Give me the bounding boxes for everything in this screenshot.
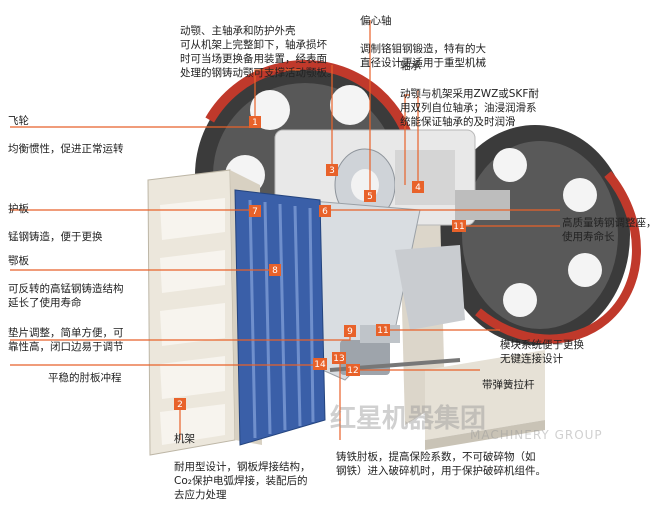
svg-text:7: 7 <box>252 207 258 217</box>
marker-6 <box>319 205 331 217</box>
callout-7: 护板 锰钢铸造，便于更换 <box>8 203 103 243</box>
jaw-plate <box>234 189 326 446</box>
svg-text:5: 5 <box>367 192 373 202</box>
jaw-crusher-diagram: 1 3 5 4 7 6 11 8 9 11 13 14 12 2 <box>10 20 641 456</box>
callout-2: 机架 耐用型设计，钢板焊接结构， Co₂保护电弧焊接，装配后的 去应力处理 <box>174 433 311 501</box>
svg-text:9: 9 <box>347 327 353 337</box>
watermark-logo: 红星机器集团 <box>330 404 487 434</box>
callout-1: 飞轮 均衡惯性，促进正常运转 <box>8 115 124 155</box>
marker-13 <box>332 352 346 364</box>
callout-13: 铸铁肘板，提高保险系数，不可破碎物（如 钢铁）进入破碎机时，用于保护破碎机组件。 <box>336 451 546 477</box>
number-markers: 1 3 5 4 7 6 11 8 9 11 13 14 12 2 <box>174 116 466 410</box>
marker-4 <box>412 181 424 193</box>
marker-11 <box>452 220 466 232</box>
callout-9: 垫片调整，简单方便，可 靠性高，闭口边易于调节 <box>8 327 124 353</box>
callout-8: 鄂板 可反转的高锰钢铸造结构 延长了使用寿命 <box>8 255 124 309</box>
svg-text:11: 11 <box>453 222 464 232</box>
svg-text:4: 4 <box>415 183 421 193</box>
marker-7 <box>249 205 261 217</box>
marker-1 <box>249 116 261 128</box>
bearing-housing <box>274 129 510 226</box>
callout-11: 高质量铸钢调整座，使用寿命长 <box>562 217 657 243</box>
marker-5 <box>364 190 376 202</box>
callout-14: 平稳的肘板冲程 <box>48 372 122 384</box>
marker-12 <box>346 364 360 376</box>
callout-3: 动颚、主轴承和防护外壳 可从机架上完整卸下，轴承损坏 时可当场更换备用装置，经表… <box>180 25 338 79</box>
marker-9 <box>344 325 356 337</box>
callout-5: 偏心轴 调制铬钼钢锻造，特有的大 直径设计更适用于重型机械 <box>360 15 486 69</box>
leader-lines <box>10 20 560 440</box>
svg-text:11: 11 <box>377 326 388 336</box>
callout-10: 模块系统便于更换 无键连接设计 <box>500 339 584 365</box>
svg-text:12: 12 <box>347 366 358 376</box>
marker-8 <box>269 264 281 276</box>
marker-10 <box>376 324 390 336</box>
svg-text:8: 8 <box>272 266 278 276</box>
watermark-text: MACHINERY GROUP <box>470 428 603 442</box>
marker-2 <box>174 398 186 410</box>
callout-12: 带弹簧拉杆 <box>482 379 535 391</box>
svg-text:2: 2 <box>177 400 183 410</box>
svg-text:1: 1 <box>252 118 258 128</box>
svg-text:3: 3 <box>329 166 335 176</box>
marker-3 <box>326 164 338 176</box>
callout-4: 轴承 动颚与机架采用ZWZ或SKF耐 用双列自位轴承；油浸润滑系 统能保证轴承的… <box>400 60 539 128</box>
marker-14 <box>313 358 327 370</box>
svg-text:6: 6 <box>322 207 328 217</box>
flywheel-right <box>429 125 641 345</box>
svg-text:14: 14 <box>314 360 326 370</box>
svg-text:13: 13 <box>333 354 344 364</box>
